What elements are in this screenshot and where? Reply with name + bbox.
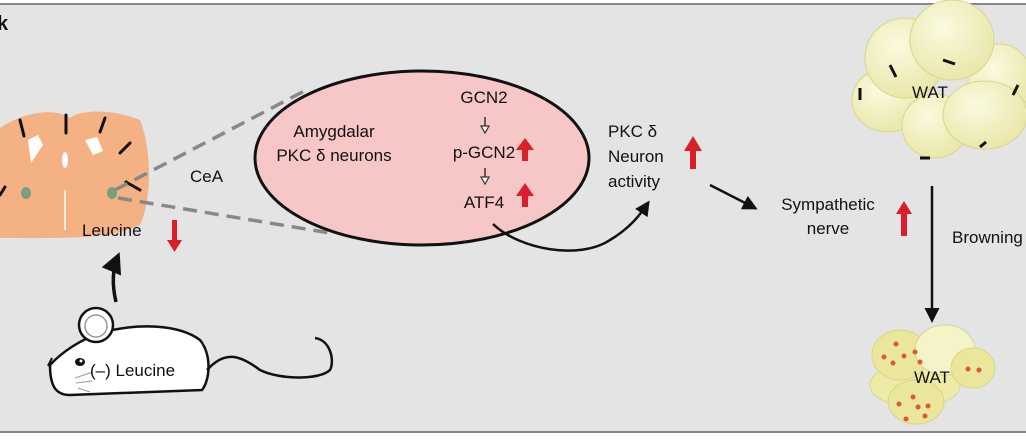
brain-section: [0, 111, 149, 239]
activity-to-nerve-arrow: [709, 183, 758, 210]
neuron-ellipse: [253, 69, 591, 247]
wat-top-label: WAT: [912, 83, 948, 102]
wat-cluster-bottom: [869, 324, 996, 425]
activity-line3: activity: [608, 172, 660, 191]
atf4-to-activity-arrow: [492, 200, 650, 252]
wat-cluster-top: [851, 0, 1026, 160]
nerve-up-arrow: [896, 201, 912, 236]
nerve-line2: nerve: [807, 219, 850, 238]
browning-label: Browning: [952, 228, 1023, 247]
p-gcn2-up-arrow: [516, 138, 534, 161]
neuron-title-line2: PKC δ neurons: [276, 146, 391, 165]
mouse-illustration: [47, 306, 334, 397]
activity-line2: Neuron: [608, 147, 664, 166]
zoom-line-top: [114, 86, 311, 192]
activity-up-arrow: [684, 136, 702, 169]
hollow-arrow-1: [479, 117, 491, 135]
cea-label: CeA: [190, 167, 224, 186]
atf4-up-arrow: [516, 183, 534, 207]
leucine-down-arrow: [167, 220, 182, 252]
cea-left-dot: [21, 187, 31, 199]
activity-line1: PKC δ: [608, 122, 657, 141]
leucine-label: Leucine: [82, 221, 142, 240]
zoom-line-bottom: [117, 196, 331, 235]
cea-right-dot: [107, 187, 117, 199]
panel-label: k: [0, 13, 9, 35]
neuron-title-line1: Amygdalar: [293, 122, 375, 141]
pathway-p-gcn2: p-GCN2: [453, 143, 515, 162]
hollow-arrow-2: [479, 168, 491, 186]
mouse-to-brain-arrow: [101, 252, 122, 303]
pathway-atf4: ATF4: [464, 193, 504, 212]
wat-bottom-label: WAT: [914, 368, 950, 387]
pathway-gcn2: GCN2: [460, 88, 507, 107]
nerve-line1: Sympathetic: [781, 195, 875, 214]
mouse-label: (–) Leucine: [90, 361, 175, 380]
